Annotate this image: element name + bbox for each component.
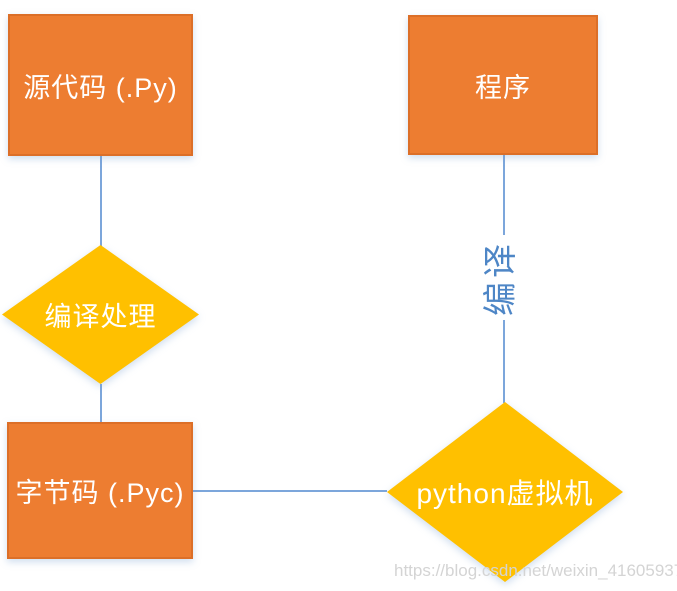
node-source-code: 源代码 (.Py) bbox=[8, 14, 193, 156]
node-python-vm-shape: python虚拟机 bbox=[387, 402, 623, 582]
node-compile-process-label: 编译处理 bbox=[44, 302, 157, 332]
node-compile-process-shape: 编译处理 bbox=[2, 245, 199, 384]
watermark: https://blog.csdn.net/weixin_41605937 bbox=[394, 561, 677, 580]
node-python-vm: python虚拟机 bbox=[387, 402, 623, 582]
edge-label-compile: 编译 bbox=[481, 240, 520, 316]
connector-program-to-vm-lower bbox=[503, 320, 505, 403]
connector-source-to-compile bbox=[100, 156, 102, 246]
connector-program-to-vm-upper bbox=[503, 155, 505, 235]
node-python-vm-label: python虚拟机 bbox=[416, 478, 594, 509]
node-program-label: 程序 bbox=[475, 72, 531, 103]
node-program: 程序 bbox=[408, 15, 598, 155]
node-bytecode-label: 字节码 (.Pyc) bbox=[15, 478, 185, 508]
connector-bytecode-to-vm bbox=[193, 490, 387, 492]
node-source-code-label: 源代码 (.Py) bbox=[23, 72, 178, 103]
node-bytecode: 字节码 (.Pyc) bbox=[7, 422, 193, 559]
node-compile-process: 编译处理 bbox=[2, 245, 199, 384]
connector-compile-to-bytecode bbox=[100, 384, 102, 422]
